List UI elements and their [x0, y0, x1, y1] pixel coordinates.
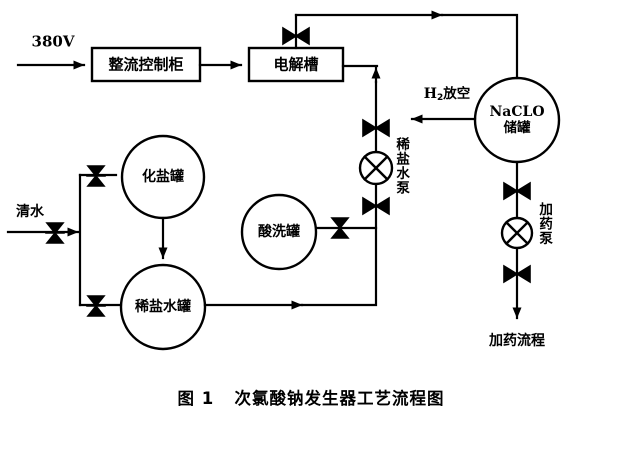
dosing-pump-symbol[interactable]: [500, 216, 534, 250]
acid-wash-tank-label: 酸洗罐: [258, 224, 300, 240]
clean-water-inlet-label: 清水: [16, 204, 44, 220]
naclo-tank-label-line1: NaCLO: [489, 103, 545, 120]
valve-electrolysis-cell-top[interactable]: [282, 26, 310, 46]
dilute-brine-pump-label: 稀盐水泵: [393, 137, 410, 195]
rectifier-cabinet-label: 整流控制柜: [108, 55, 184, 74]
h2-vent-symbol: H: [423, 85, 437, 102]
h2-vent-subscript: 2: [436, 93, 444, 104]
dosing-pump-label: 加药泵: [536, 202, 553, 246]
valve-brine-pump-outlet[interactable]: [362, 196, 390, 216]
dilute-brine-pump-symbol[interactable]: [358, 150, 394, 186]
valve-acid-wash-outlet[interactable]: [330, 217, 350, 239]
valve-clean-water-inlet[interactable]: [45, 222, 65, 244]
dosing-process-outlet-label: 加药流程: [489, 333, 545, 349]
valve-dosing-pump-outlet[interactable]: [503, 264, 531, 284]
naclo-storage-tank-label: NaCLO 储罐: [472, 104, 562, 136]
valve-brine-pump-inlet[interactable]: [362, 118, 390, 138]
h2-vent-text: 放空: [443, 85, 471, 102]
h2-vent-label: H2放空: [424, 87, 471, 103]
valve-dosing-pump-inlet[interactable]: [503, 181, 531, 201]
clean-water-riser: [78, 173, 122, 307]
flow-cell-to-naclo-tank: [294, 10, 519, 80]
figure-caption: 图 1 次氯酸钠发生器工艺流程图: [177, 389, 445, 408]
dilute-brine-tank-circle: [119, 263, 207, 351]
flow-brine-tank-to-pump: [203, 64, 381, 310]
naclo-tank-label-line2: 储罐: [503, 119, 531, 136]
dilute-brine-tank-label: 稀盐水罐: [135, 299, 191, 315]
salt-dissolving-tank-label: 化盐罐: [142, 169, 184, 185]
electrolysis-cell-label: 电解槽: [273, 55, 319, 74]
valve-salt-dissolving-tank-inlet[interactable]: [86, 165, 106, 187]
power-inlet-label: 380V: [31, 32, 75, 51]
valve-dilute-brine-tank-inlet[interactable]: [86, 295, 106, 317]
acid-wash-tank-circle: [240, 193, 318, 271]
